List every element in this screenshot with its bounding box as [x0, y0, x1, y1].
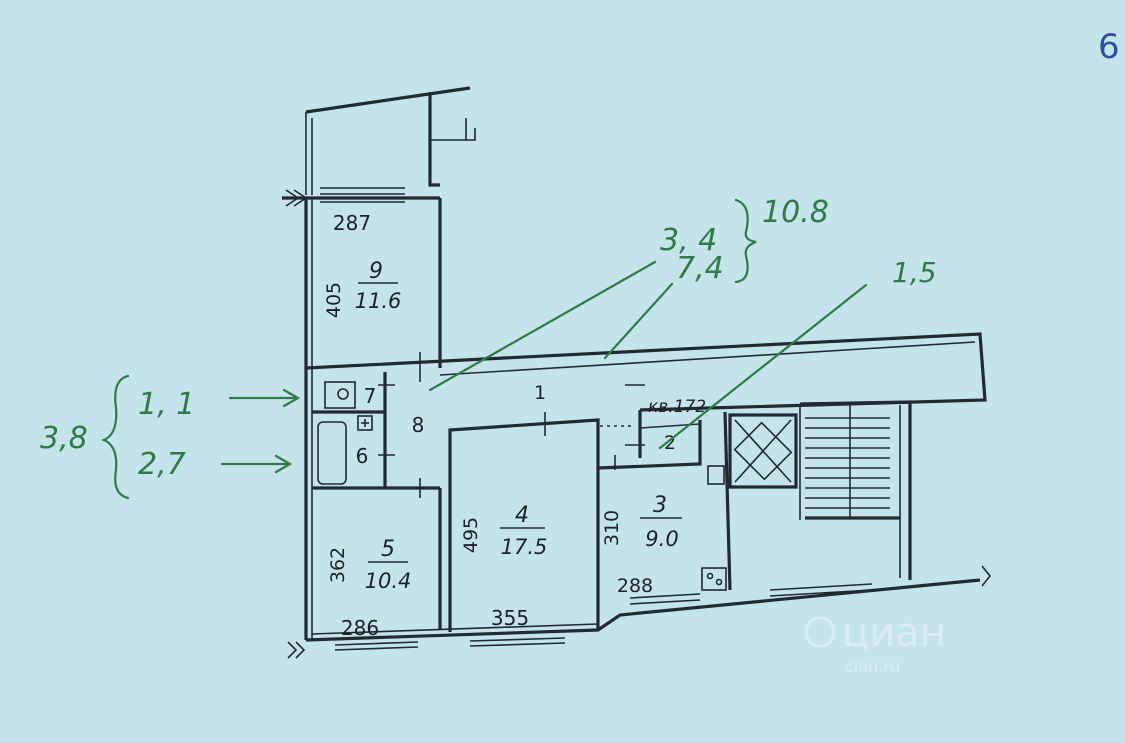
window-top	[282, 187, 440, 207]
dimension-405: 405	[323, 282, 345, 318]
room-4-area: 17.5	[501, 535, 548, 559]
room-9-number: 9	[369, 259, 383, 284]
bathtub-icon	[317, 421, 347, 485]
annotation-right: 1,5	[892, 256, 937, 289]
annotation-top-a: 3, 4	[660, 223, 717, 258]
staircase-icon	[799, 404, 900, 520]
annotation-top-brace	[734, 198, 757, 284]
elevator-shaft-icon	[728, 413, 798, 489]
dimension-288: 288	[617, 575, 653, 597]
room-6-number: 6	[356, 444, 369, 468]
room-8-number: 8	[412, 413, 425, 437]
cian-logo-icon	[804, 616, 836, 648]
annotation-arrow-2	[220, 454, 293, 474]
room-3-area: 9.0	[645, 527, 678, 551]
room-4-number: 4	[515, 503, 529, 528]
toilet-icon	[324, 381, 356, 409]
annotation-leader-2	[603, 282, 674, 360]
dimension-495: 495	[460, 517, 482, 553]
annotation-left-a: 1, 1	[138, 387, 195, 422]
door-marks	[378, 352, 645, 498]
page-number: 6	[1098, 27, 1120, 67]
annotation-left-b: 2,7	[138, 447, 186, 482]
dimension-355: 355	[491, 606, 529, 630]
annotation-left-brace	[101, 374, 130, 500]
room-3-number: 3	[653, 493, 667, 518]
balcony	[305, 86, 476, 195]
sink-icon	[357, 415, 373, 431]
annotation-leader-3	[658, 283, 868, 450]
dimension-362: 362	[327, 547, 349, 583]
dimension-287: 287	[333, 211, 371, 235]
annotation-leader-1	[428, 260, 657, 392]
apartment-label: кв.172	[648, 397, 706, 417]
room-9-area: 11.6	[355, 289, 402, 313]
annotation-left-total: 3,8	[40, 421, 88, 456]
room-5-number: 5	[381, 537, 395, 562]
ventilation-icon	[707, 465, 725, 485]
dimension-310: 310	[601, 510, 623, 546]
annotation-top-b: 7,4	[676, 251, 724, 286]
cian-watermark: циан cian.ru	[804, 610, 946, 676]
windows-bottom	[287, 565, 992, 659]
watermark-sub: cian.ru	[845, 657, 900, 676]
room-7-number: 7	[364, 384, 377, 408]
annotation-arrow-1	[228, 388, 301, 408]
room-5-area: 10.4	[365, 569, 412, 593]
watermark-brand: циан	[842, 610, 946, 656]
room-1-number: 1	[534, 382, 546, 404]
annotation-top-total: 10.8	[762, 195, 829, 230]
stove-icon	[701, 567, 727, 591]
dimension-286: 286	[341, 616, 379, 640]
